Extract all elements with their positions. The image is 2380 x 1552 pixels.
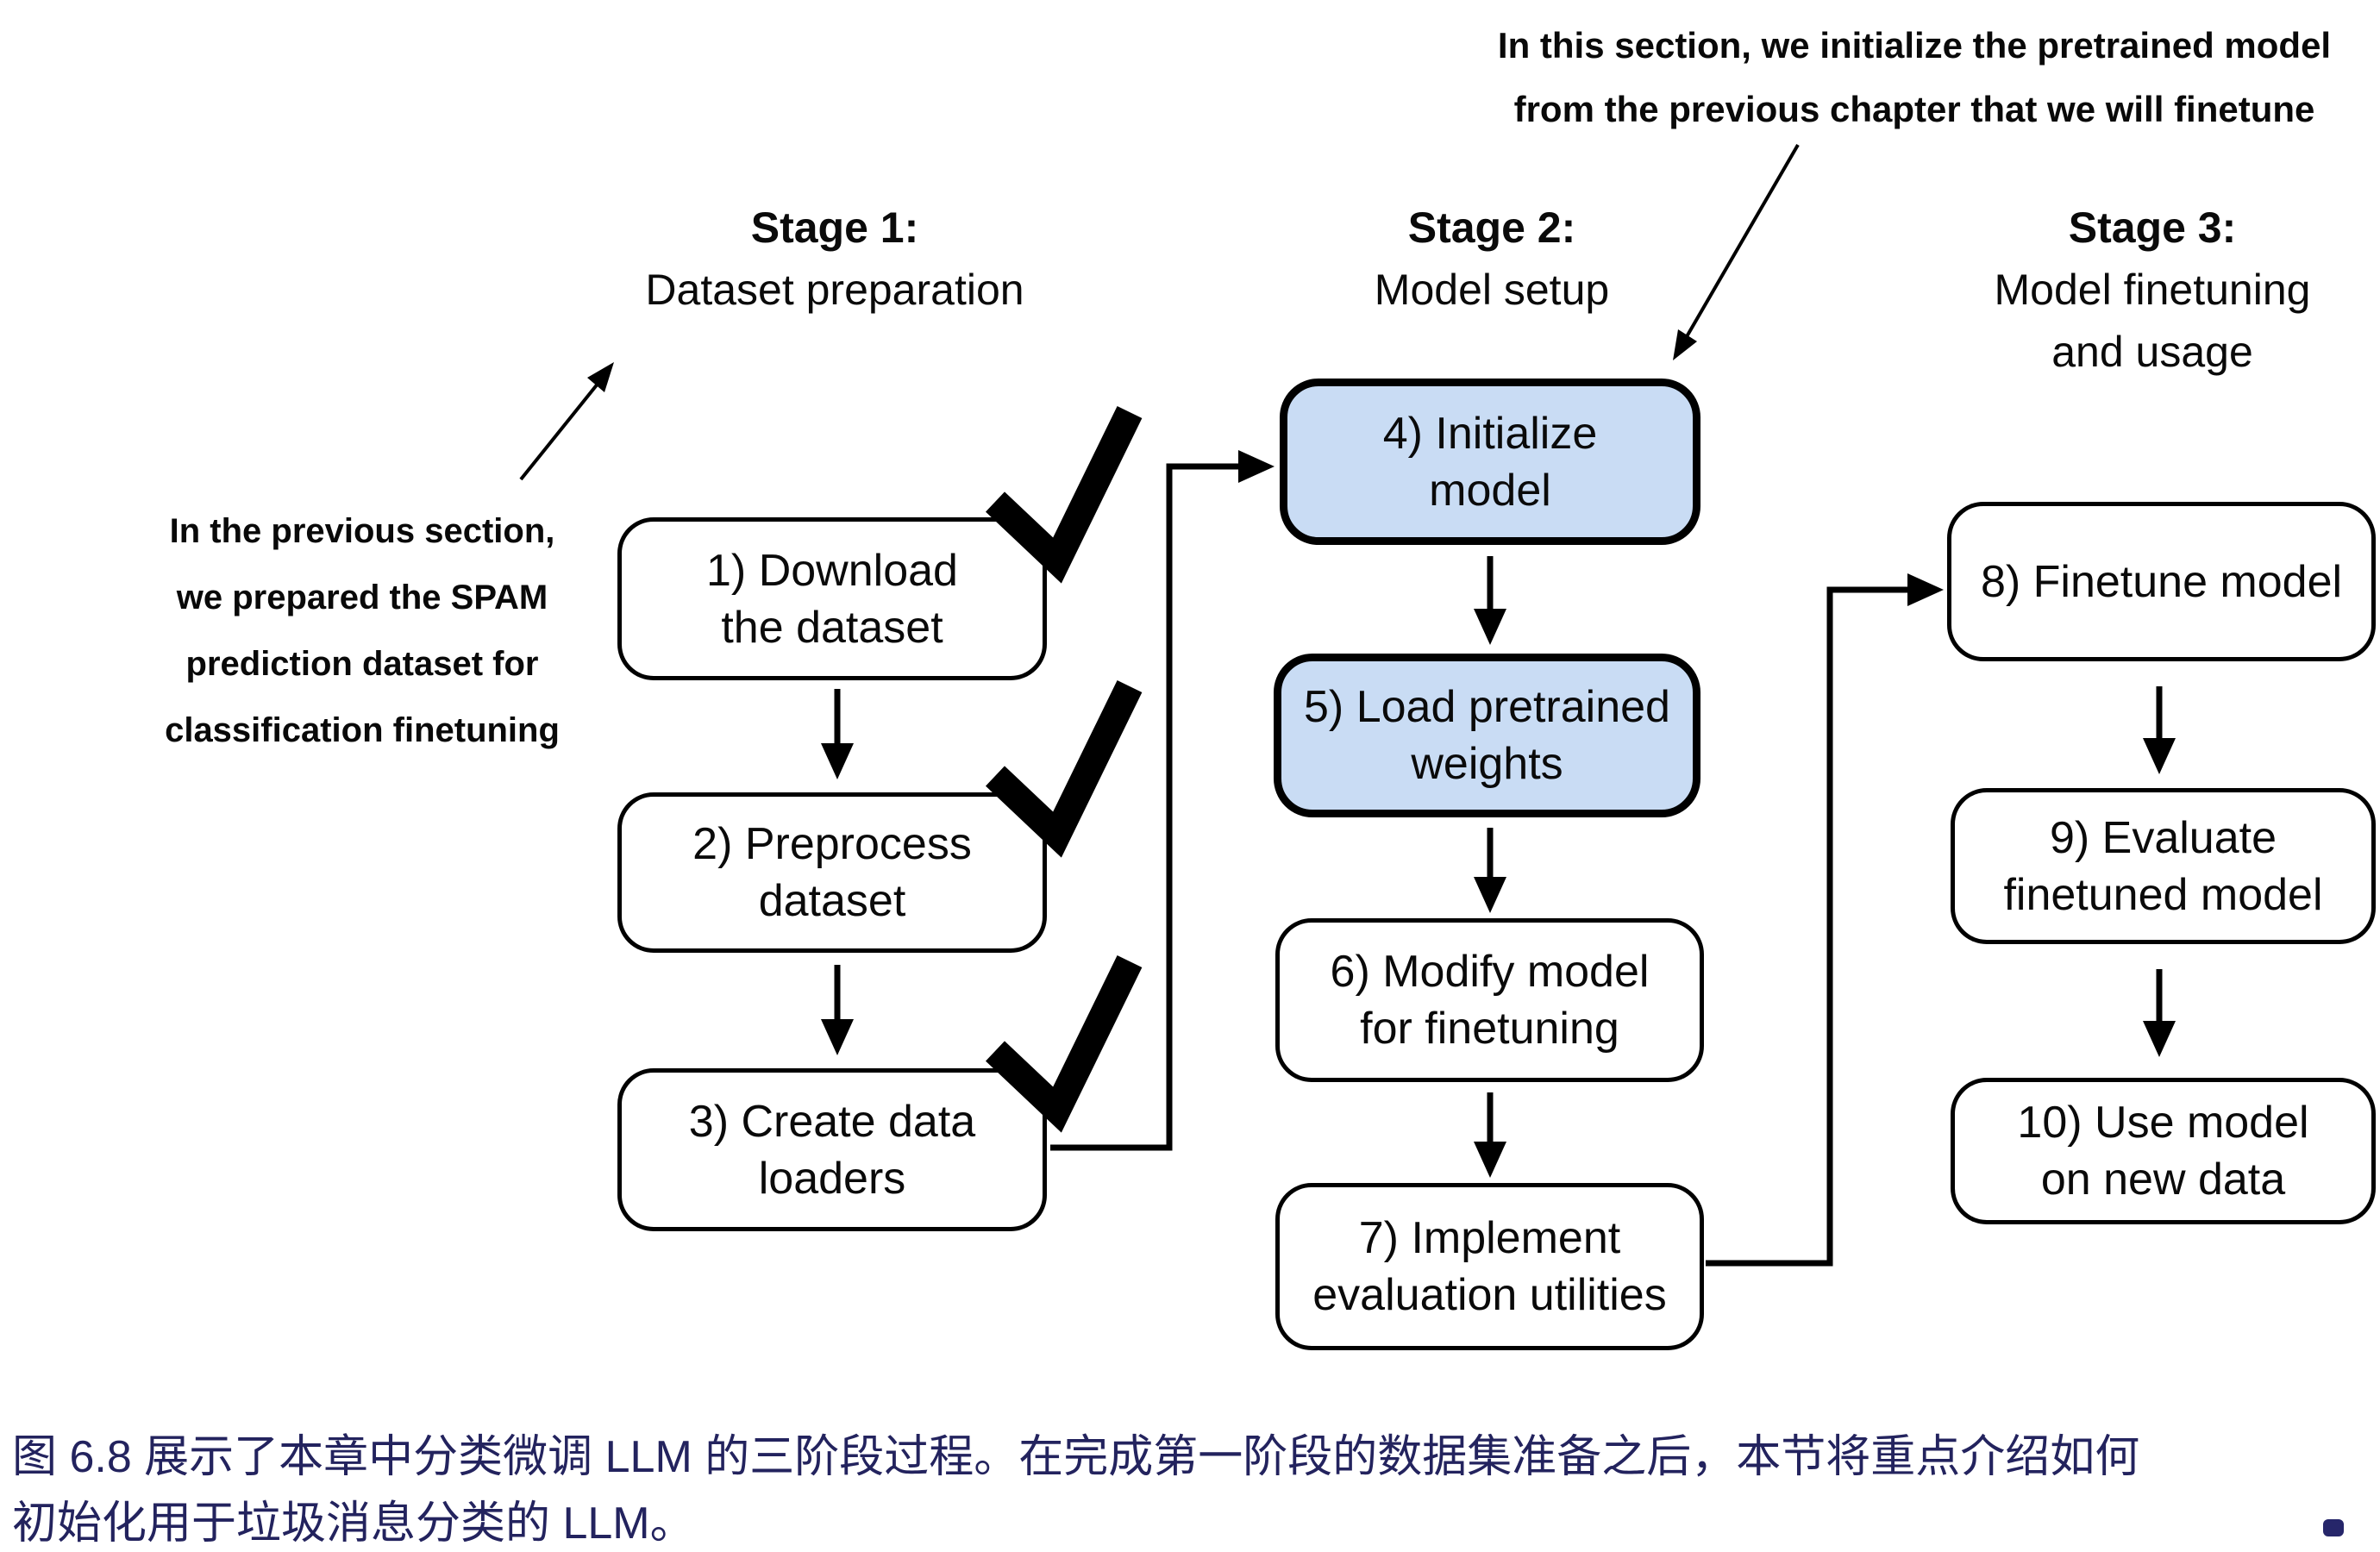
connector-box7-to-box8 <box>1706 573 1944 1267</box>
stage1-subtitle: Dataset preparation <box>645 266 1024 314</box>
annotation-top: In this section, we initialize the pretr… <box>1397 14 2380 141</box>
annotation-left-line3: prediction dataset for <box>185 645 539 683</box>
annotation-arrow-to-stage1 <box>519 362 614 481</box>
flow-box-label: 9) Evaluate <box>2049 812 2277 863</box>
flow-box-label: 10) Use model <box>2017 1098 2309 1148</box>
annotation-left-line1: In the previous section, <box>169 512 555 550</box>
arrow-box6-to-box7 <box>1474 1092 1506 1178</box>
flow-box-label: the dataset <box>721 602 943 653</box>
annotation-top-line2: from the previous chapter that we will f… <box>1513 89 2315 129</box>
flow-box-create-data-loaders: 3) Create data loaders <box>617 1068 1047 1231</box>
stage2-subtitle: Model setup <box>1374 266 1610 314</box>
stage3-title: Stage 3: <box>2068 203 2237 252</box>
flow-box-label: 3) Create data <box>688 1096 976 1147</box>
flow-box-modify-model: 6) Modify model for finetuning <box>1275 918 1704 1082</box>
flow-box-label: 6) Modify model <box>1330 947 1650 997</box>
arrow-box8-to-box9 <box>2143 686 2176 774</box>
flow-box-label: 7) Implement <box>1358 1213 1621 1263</box>
arrow-box5-to-box6 <box>1474 828 1506 913</box>
stage2-header: Stage 2: Model setup <box>1224 197 1759 321</box>
connector-box3-to-box4 <box>1050 450 1275 1151</box>
arrow-box2-to-box3 <box>821 965 854 1055</box>
flow-box-label: weights <box>1411 739 1563 789</box>
figure-caption-line1: 图 6.8 展示了本章中分类微调 LLM 的三阶段过程。在完成第一阶段的数据集准… <box>12 1432 2140 1482</box>
stage3-header: Stage 3: Model finetuning and usage <box>1885 197 2380 383</box>
flow-box-download-dataset: 1) Download the dataset <box>617 517 1047 680</box>
flow-box-preprocess-dataset: 2) Preprocess dataset <box>617 792 1047 953</box>
stage3-subtitle2: and usage <box>2051 328 2253 376</box>
flow-box-label: 8) Finetune model <box>1980 556 2343 607</box>
flow-box-label: on new data <box>2040 1155 2286 1205</box>
stage3-subtitle: Model finetuning <box>1994 266 2311 314</box>
flow-box-label: 2) Preprocess <box>692 819 972 869</box>
annotation-left-line2: we prepared the SPAM <box>176 579 548 616</box>
flow-box-label: dataset <box>758 876 906 926</box>
figure-caption: 图 6.8 展示了本章中分类微调 LLM 的三阶段过程。在完成第一阶段的数据集准… <box>12 1424 2375 1552</box>
flow-box-label: loaders <box>758 1153 906 1204</box>
flow-box-finetune-model: 8) Finetune model <box>1947 502 2376 661</box>
flow-box-label: 5) Load pretrained <box>1304 682 1670 732</box>
stage2-title: Stage 2: <box>1407 203 1576 252</box>
flow-box-load-pretrained-weights: 5) Load pretrained weights <box>1274 654 1700 817</box>
flow-box-label: evaluation utilities <box>1312 1270 1667 1320</box>
flow-box-initialize-model: 4) Initialize model <box>1280 379 1700 545</box>
flow-box-label: finetuned model <box>2003 869 2323 920</box>
flow-box-label: model <box>1429 465 1551 516</box>
text-cursor <box>2323 1519 2344 1536</box>
stage1-header: Stage 1: Dataset preparation <box>567 197 1102 321</box>
annotation-left: In the previous section, we prepared the… <box>103 498 621 764</box>
arrow-box9-to-box10 <box>2143 969 2176 1057</box>
flow-box-label: 4) Initialize <box>1382 408 1598 459</box>
flow-box-implement-evaluation-utilities: 7) Implement evaluation utilities <box>1275 1183 1704 1350</box>
flow-box-label: 1) Download <box>706 545 958 596</box>
arrow-box4-to-box5 <box>1474 556 1506 645</box>
figure-caption-line2: 初始化用于垃圾消息分类的 LLM。 <box>12 1499 695 1549</box>
stage1-title: Stage 1: <box>750 203 919 252</box>
arrow-box1-to-box2 <box>821 689 854 779</box>
annotation-left-line4: classification finetuning <box>165 711 560 749</box>
flow-box-label: for finetuning <box>1360 1004 1619 1054</box>
annotation-top-line1: In this section, we initialize the pretr… <box>1497 25 2332 66</box>
flow-box-evaluate-finetuned-model: 9) Evaluate finetuned model <box>1951 788 2376 944</box>
flow-box-use-model-new-data: 10) Use model on new data <box>1951 1078 2376 1224</box>
